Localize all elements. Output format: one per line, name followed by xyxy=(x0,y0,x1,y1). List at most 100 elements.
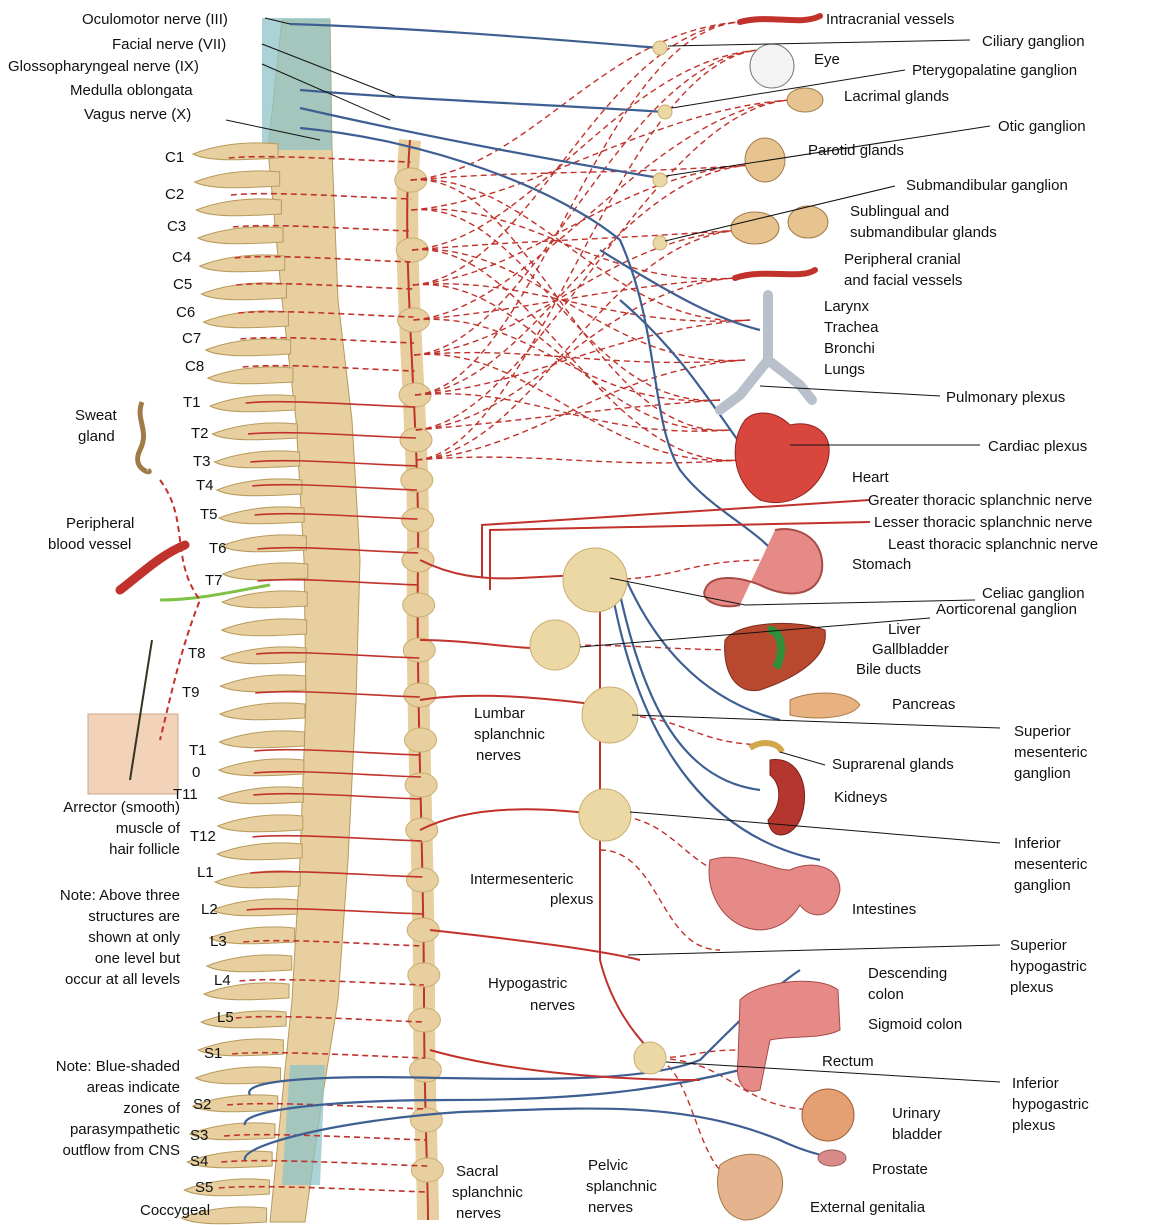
label-suphypo-1: Superior xyxy=(1010,937,1067,954)
label-trachea: Trachea xyxy=(824,319,879,336)
vertebra xyxy=(203,311,288,328)
intracranial-vessels xyxy=(740,16,820,22)
label-sweat-2: gland xyxy=(78,428,115,445)
label-descending-1: Descending xyxy=(868,965,947,982)
chain-ganglion xyxy=(410,1108,442,1132)
label-lumbar-2: splanchnic xyxy=(474,726,545,743)
label-hypogastric-2: nerves xyxy=(530,997,575,1014)
vertebra xyxy=(193,143,278,160)
lumbar-splanchnic-2 xyxy=(420,809,605,830)
vertebra xyxy=(222,619,307,636)
sublingual-gland xyxy=(731,212,779,244)
spinal-level-label: T8 xyxy=(188,645,206,662)
pterygopalatine-ganglion-node xyxy=(658,105,672,119)
label-least: Least thoracic splanchnic nerve xyxy=(888,536,1098,553)
ciliary-ganglion-node xyxy=(653,41,667,55)
label-stomach: Stomach xyxy=(852,556,911,573)
spinal-level-label: L3 xyxy=(210,933,227,950)
lacrimal-gland xyxy=(787,88,823,112)
parotid-gland xyxy=(745,138,785,182)
postganglionic-fiber xyxy=(411,100,790,210)
label-sublingual-2: submandibular glands xyxy=(850,224,997,241)
vertebra xyxy=(221,535,306,552)
vertebra xyxy=(198,227,283,244)
label-supmes-1: Superior xyxy=(1014,723,1071,740)
label-peripheral-2: and facial vessels xyxy=(844,272,962,289)
trachea-bronchi xyxy=(720,295,812,410)
heart-icon xyxy=(735,413,829,503)
label-pbv-1: Peripheral xyxy=(66,515,134,532)
vertebra xyxy=(221,675,306,692)
spinal-level-label: T11 xyxy=(173,786,198,803)
chain-ganglion xyxy=(402,508,434,532)
postganglionic-fiber xyxy=(414,50,760,355)
spinal-level-label: L5 xyxy=(217,1009,234,1026)
label-rectum: Rectum xyxy=(822,1053,874,1070)
chain-ganglion xyxy=(406,868,438,892)
label-pulmonary: Pulmonary plexus xyxy=(946,389,1065,406)
label-pancreas: Pancreas xyxy=(892,696,955,713)
otic-ganglion-node xyxy=(653,173,667,187)
label-kidneys: Kidneys xyxy=(834,789,887,806)
label-pelvic-1: Pelvic xyxy=(588,1157,629,1174)
label-intracranial: Intracranial vessels xyxy=(826,11,954,28)
label-lumbar-1: Lumbar xyxy=(474,705,525,722)
label-arrector-1: Arrector (smooth) xyxy=(63,799,180,816)
vertebra xyxy=(220,703,305,720)
vertebra xyxy=(196,1067,281,1084)
aorticorenal-ganglion xyxy=(530,620,580,670)
label-cardiac: Cardiac plexus xyxy=(988,438,1087,455)
sympathetic-to-periphery xyxy=(160,480,200,740)
label-celiac: Celiac ganglion xyxy=(982,585,1085,602)
label-genitalia: External genitalia xyxy=(810,1199,926,1216)
vertebra xyxy=(215,451,300,468)
note2-line4: parasympathetic xyxy=(70,1121,181,1138)
label-sacral-2: splanchnic xyxy=(452,1184,523,1201)
chain-ganglion xyxy=(405,728,437,752)
label-suphypo-2: hypogastric xyxy=(1010,958,1087,975)
vertebra xyxy=(201,1011,286,1028)
vertebra xyxy=(217,843,302,860)
label-otic: Otic ganglion xyxy=(998,118,1086,135)
label-eye: Eye xyxy=(814,51,840,68)
postganglionic-fiber xyxy=(415,22,740,395)
suprarenal-icon xyxy=(750,743,782,752)
oculomotor-path xyxy=(290,24,660,48)
label-intermes-1: Intermesenteric xyxy=(470,871,574,888)
spinal-level-label: T4 xyxy=(196,477,214,494)
label-suprarenal: Suprarenal glands xyxy=(832,756,954,773)
lumbar-splanchnic-1 xyxy=(420,696,600,705)
submandibular-gland xyxy=(788,206,828,238)
chain-ganglion xyxy=(408,963,440,987)
spinal-level-label: L4 xyxy=(214,972,231,989)
genitalia-icon xyxy=(718,1154,783,1220)
vertebra xyxy=(219,759,304,776)
vertebra xyxy=(212,899,297,916)
chain-ganglion xyxy=(400,428,432,452)
superior-mesenteric-ganglion xyxy=(582,687,638,743)
chain-ganglion xyxy=(401,468,433,492)
label-pterygopalatine: Pterygopalatine ganglion xyxy=(912,62,1077,79)
lumbar-to-plexus xyxy=(430,930,640,960)
label-bladder-2: bladder xyxy=(892,1126,942,1143)
vertebra xyxy=(223,563,308,580)
spinal-level-label: T9 xyxy=(182,684,200,701)
vertebra xyxy=(222,591,307,608)
vertebra xyxy=(196,199,281,216)
label-supmes-3: ganglion xyxy=(1014,765,1071,782)
spinal-level-label: S5 xyxy=(195,1179,213,1196)
label-pelvic-3: nerves xyxy=(588,1199,633,1216)
label-infhypo-1: Inferior xyxy=(1012,1075,1059,1092)
label-lacrimal: Lacrimal glands xyxy=(844,88,949,105)
label-lesser: Lesser thoracic splanchnic nerve xyxy=(874,514,1092,531)
label-arrector-3: hair follicle xyxy=(109,841,180,858)
label-oculomotor: Oculomotor nerve (III) xyxy=(82,11,228,28)
colon-icon xyxy=(737,981,840,1091)
postganglionic-fiber xyxy=(412,230,740,250)
vertebra xyxy=(210,395,295,412)
spinal-level-label: T3 xyxy=(193,453,211,470)
spinal-level-label: C5 xyxy=(173,276,192,293)
eye-icon xyxy=(750,44,794,88)
chain-ganglion xyxy=(404,683,436,707)
vertebra xyxy=(212,423,297,440)
